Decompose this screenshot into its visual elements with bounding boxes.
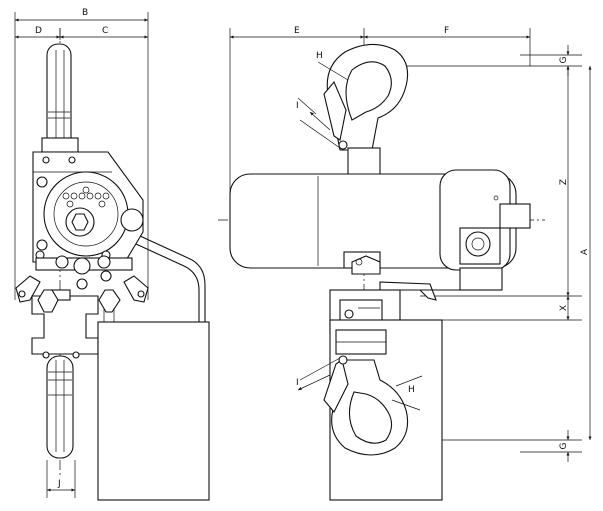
label-z: Z <box>559 179 569 185</box>
label-d: D <box>35 26 42 36</box>
label-b: B <box>82 8 88 18</box>
label-c: C <box>102 26 108 36</box>
label-g-bottom: G <box>559 442 569 449</box>
label-i-bottom: I <box>296 378 299 388</box>
label-g-top: G <box>559 56 569 63</box>
side-view <box>14 12 210 501</box>
label-f: F <box>444 26 449 36</box>
dimension-labels: B D C J E F H I I H G Z X G A <box>35 8 590 489</box>
label-e: E <box>294 26 300 36</box>
label-h-top: H <box>316 51 323 61</box>
front-view <box>218 28 592 501</box>
label-h-bottom: H <box>408 385 415 395</box>
label-i-top: I <box>296 101 299 111</box>
label-j: J <box>57 479 61 489</box>
label-x: X <box>559 305 569 311</box>
label-a: A <box>580 248 590 255</box>
